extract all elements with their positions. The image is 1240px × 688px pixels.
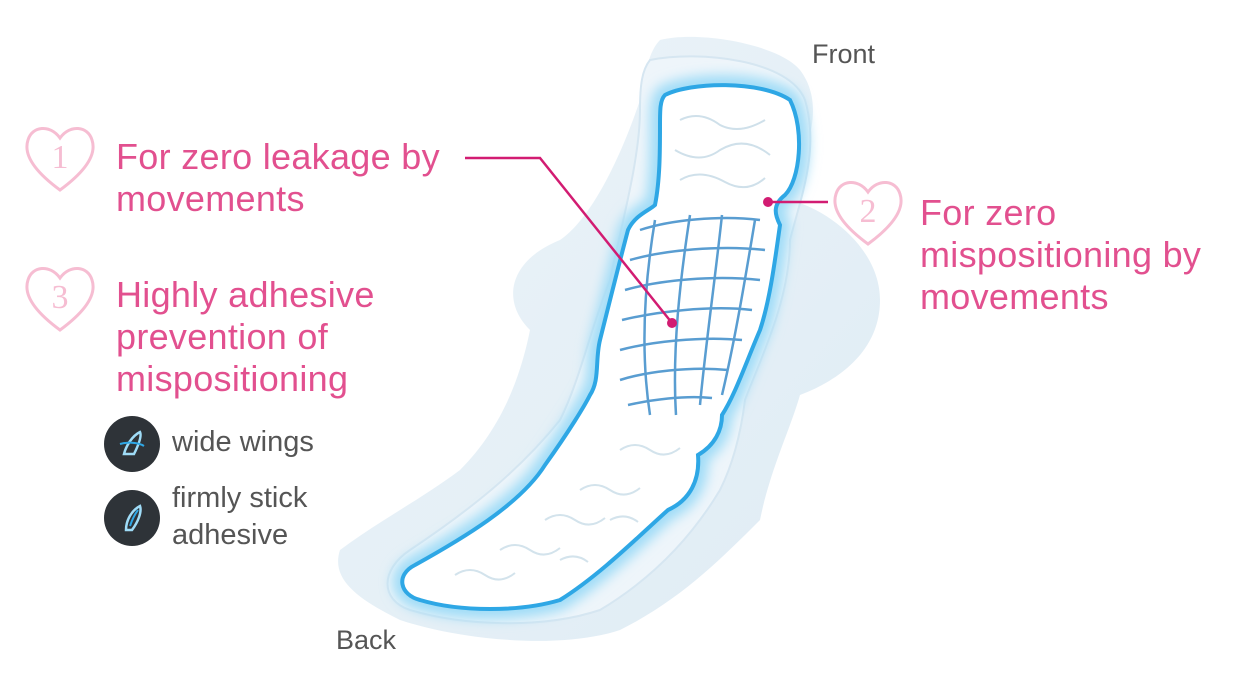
feature-2-text: For zero mispositioning by movements (920, 192, 1202, 317)
heart-number-3: 3 (52, 279, 69, 316)
pad-front-texture (674, 115, 771, 189)
pad-back-texture (454, 444, 681, 581)
heart-number-3-icon: 3 (20, 258, 100, 338)
heart-number-1: 1 (52, 139, 69, 176)
leader-dot-2 (763, 197, 773, 207)
pad-body (400, 83, 801, 611)
feature-3-text: Highly adhesive prevention of mispositio… (116, 274, 375, 399)
back-label: Back (336, 625, 397, 655)
feature-1-text: For zero leakage by movements (116, 136, 440, 219)
wide-wings-pad-icon (104, 416, 160, 472)
leader-dot-1 (667, 318, 677, 328)
heart-number-2-icon: 2 (828, 172, 908, 252)
adhesive-pad-icon (104, 490, 160, 546)
wide-wings-text: wide wings (172, 426, 314, 458)
heart-number-1-icon: 1 (20, 118, 100, 198)
adhesive-text: firmly stick adhesive (172, 482, 308, 551)
front-label: Front (812, 39, 876, 69)
pad-core-grid (619, 214, 766, 416)
heart-number-2: 2 (860, 193, 877, 230)
leader-line-1 (465, 156, 673, 324)
